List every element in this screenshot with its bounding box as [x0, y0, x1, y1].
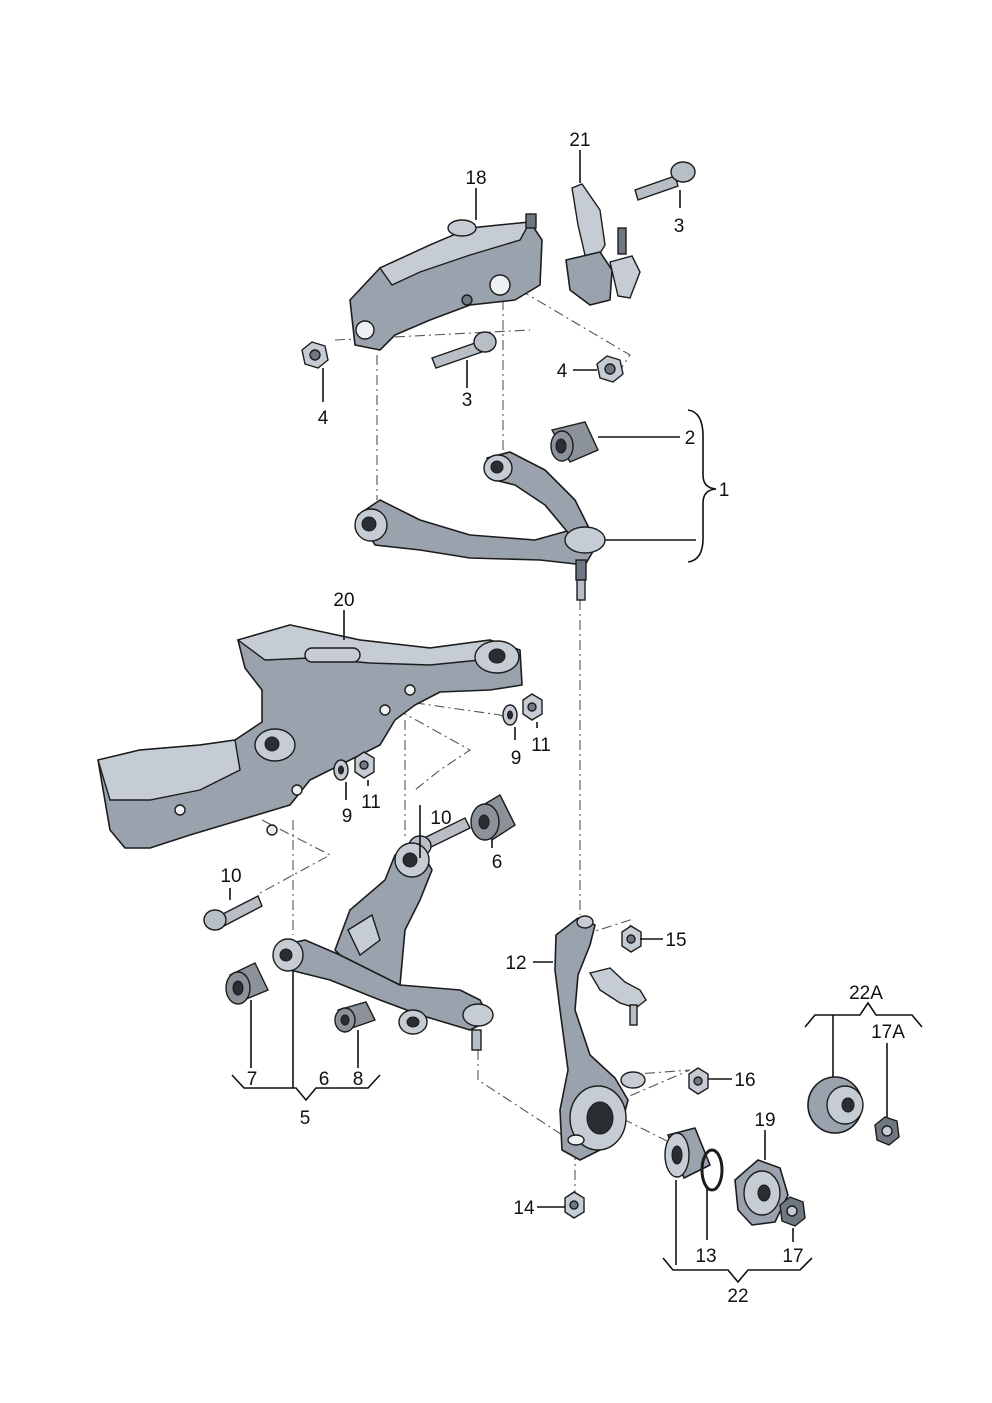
label-5: 5: [300, 1108, 311, 1129]
bolt-middle: [431, 331, 497, 369]
label-7: 7: [247, 1069, 258, 1090]
label-15: 15: [665, 930, 686, 951]
label-17: 17: [782, 1246, 803, 1267]
label-20: 20: [333, 590, 354, 611]
level-sensor: [565, 183, 641, 306]
label-6-bottom: 6: [319, 1069, 330, 1090]
label-16: 16: [734, 1070, 755, 1091]
label-1: 1: [719, 480, 730, 501]
label-14: 14: [513, 1198, 535, 1219]
wheel-hub-assembly: [807, 1076, 864, 1134]
leader-lines: [229, 150, 923, 1284]
label-9-lower: 9: [342, 806, 353, 827]
lower-bushing-8: [334, 1001, 376, 1033]
nut-14: [564, 1191, 585, 1219]
label-4-right: 4: [557, 361, 568, 382]
wheel-bearing-housing: [554, 915, 646, 1161]
label-10-left: 10: [220, 866, 241, 887]
lower-bushing-6: [470, 794, 516, 842]
collar-nut-17: [779, 1196, 806, 1227]
nut-15: [621, 925, 642, 953]
tie-rod-end: [588, 967, 647, 1026]
part-labels: 21 18 3 4 3 4 2 1 20 9 11 9 11 10 6 10 1…: [220, 130, 905, 1307]
nut-11-upper: [522, 693, 543, 721]
label-18: 18: [465, 168, 486, 189]
washer-9-lower: [333, 759, 349, 781]
label-4-left: 4: [318, 408, 329, 429]
label-6-top: 6: [492, 852, 503, 873]
label-12: 12: [505, 953, 526, 974]
nut-left: [301, 341, 329, 369]
label-22a: 22A: [849, 983, 883, 1004]
label-2: 2: [685, 428, 696, 449]
assembly-lines: [259, 289, 691, 1195]
nut-right: [596, 355, 624, 383]
label-19: 19: [754, 1110, 775, 1131]
label-11-lower: 11: [361, 792, 381, 813]
nut-16: [688, 1067, 709, 1095]
label-10-right: 10: [430, 808, 451, 829]
nut-11-lower: [354, 751, 375, 779]
collar-nut-17a: [874, 1116, 900, 1146]
label-3-top: 3: [674, 216, 685, 237]
label-21: 21: [569, 130, 590, 151]
lower-bushing-7: [225, 962, 269, 1005]
upper-control-arm: [354, 451, 606, 601]
upper-bushing: [550, 421, 599, 463]
label-8: 8: [353, 1069, 364, 1090]
bolt-10-left: [203, 895, 263, 931]
lower-control-arm: [272, 842, 494, 1051]
label-13: 13: [695, 1246, 716, 1267]
wheel-hub: [734, 1159, 789, 1226]
label-22: 22: [727, 1286, 748, 1307]
label-11-upper: 11: [531, 735, 551, 756]
washer-9-upper: [502, 704, 518, 726]
wheel-bearing: [664, 1127, 711, 1179]
label-17a: 17A: [871, 1022, 905, 1043]
bolt-top-right: [634, 161, 696, 201]
upper-mount-bracket: [349, 213, 543, 351]
subframe: [97, 624, 523, 849]
circlip: [700, 1148, 724, 1192]
label-9-upper: 9: [511, 748, 522, 769]
label-3-middle: 3: [462, 390, 473, 411]
